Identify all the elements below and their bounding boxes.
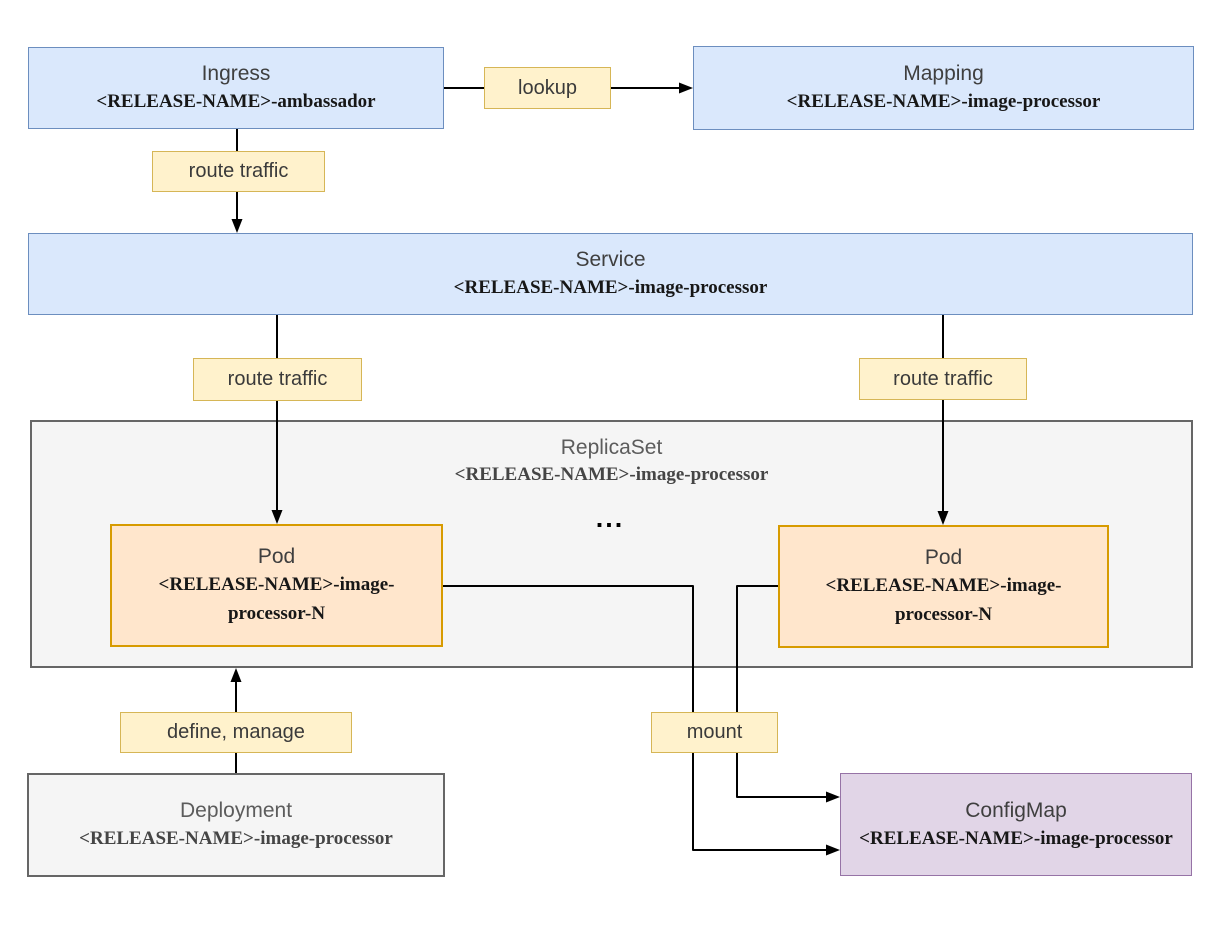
edge-label-mount: mount — [651, 712, 778, 753]
service-subtitle: <RELEASE-NAME>-image-processor — [453, 277, 768, 298]
arrowhead-configmap-lower — [826, 844, 840, 856]
node-pod-right: Pod <RELEASE-NAME>-image-processor-N — [778, 525, 1109, 648]
edge-label-define-manage: define, manage — [120, 712, 352, 753]
replicaset-title: ReplicaSet — [560, 436, 663, 459]
node-ingress: Ingress <RELEASE-NAME>-ambassador — [28, 47, 444, 129]
edge-label-route-traffic-right: route traffic — [859, 358, 1027, 400]
node-pod-left: Pod <RELEASE-NAME>-image-processor-N — [110, 524, 443, 647]
mapping-title: Mapping — [903, 62, 984, 85]
ingress-title: Ingress — [201, 62, 271, 85]
edge-label-route-traffic-left: route traffic — [193, 358, 362, 401]
ingress-subtitle: <RELEASE-NAME>-ambassador — [96, 91, 376, 112]
arrowhead-replicaset — [230, 668, 242, 682]
service-title: Service — [575, 248, 646, 271]
edge-label-lookup: lookup — [484, 67, 611, 109]
mapping-subtitle: <RELEASE-NAME>-image-processor — [786, 91, 1101, 112]
node-service: Service <RELEASE-NAME>-image-processor — [28, 233, 1193, 315]
node-mapping: Mapping <RELEASE-NAME>-image-processor — [693, 46, 1194, 130]
deployment-title: Deployment — [179, 799, 293, 822]
deployment-subtitle: <RELEASE-NAME>-image-processor — [79, 828, 393, 849]
arrowhead-service — [231, 219, 243, 233]
node-configmap: ConfigMap <RELEASE-NAME>-image-processor — [840, 773, 1192, 876]
pod-left-title: Pod — [257, 545, 296, 568]
pods-ellipsis: ... — [595, 503, 625, 533]
replicaset-subtitle: <RELEASE-NAME>-image-processor — [454, 464, 769, 485]
pod-right-title: Pod — [924, 546, 963, 569]
edge-label-route-traffic-ingress: route traffic — [152, 151, 325, 192]
pod-right-subtitle: <RELEASE-NAME>-image-processor-N — [825, 575, 1062, 625]
configmap-subtitle: <RELEASE-NAME>-image-processor — [859, 827, 1173, 849]
node-deployment: Deployment <RELEASE-NAME>-image-processo… — [27, 773, 445, 877]
arrowhead-configmap-upper — [826, 791, 840, 803]
configmap-title: ConfigMap — [965, 798, 1067, 822]
pod-left-subtitle: <RELEASE-NAME>-image-processor-N — [158, 574, 395, 624]
arrowhead-mapping — [679, 82, 693, 94]
